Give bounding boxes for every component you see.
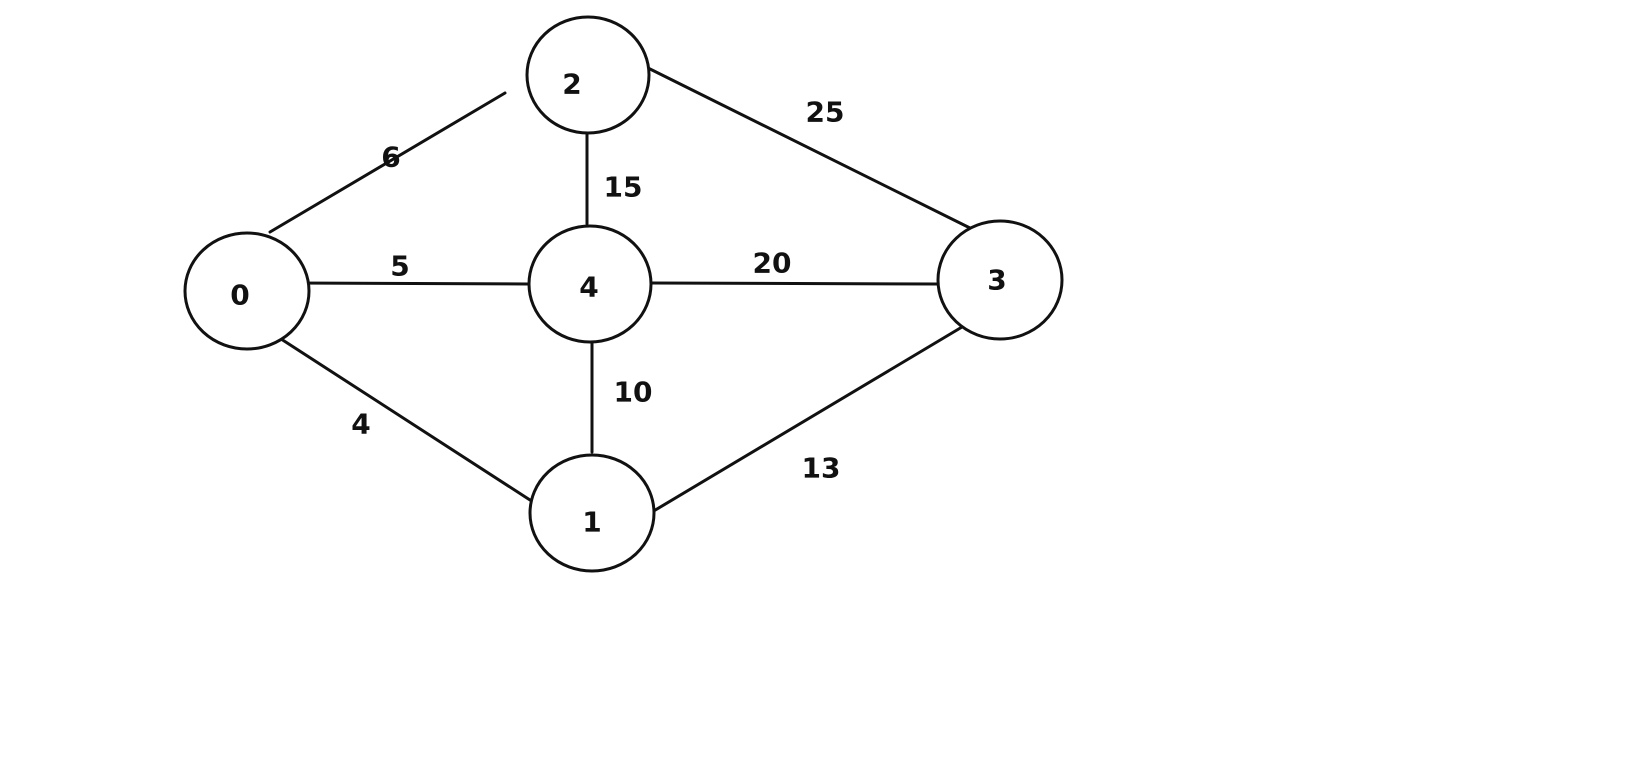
node-3-label: 3 [987,264,1006,297]
node-1-label: 1 [582,506,601,539]
node-1: 1 [528,453,656,573]
weight-2-4: 15 [604,171,643,204]
edge-1-3 [650,325,964,514]
node-1-circle [528,453,656,573]
edge-0-4 [291,281,530,286]
edges [268,66,972,514]
edge-weights: 6 5 4 15 25 20 10 13 [351,96,844,485]
node-2-label: 2 [562,68,581,101]
node-0: 0 [183,231,311,351]
node-0-label: 0 [230,279,249,312]
weight-1-3: 13 [802,452,841,485]
node-2-circle [525,15,651,135]
node-2: 2 [525,15,651,135]
weight-0-4: 5 [390,250,409,283]
node-4-label: 4 [579,271,598,304]
node-0-circle [183,231,311,351]
edge-4-3 [648,281,940,286]
weight-2-3: 25 [806,96,845,129]
node-3-circle [936,219,1064,341]
edge-2-3 [646,66,972,230]
node-4-circle [527,224,653,344]
node-4: 4 [527,224,653,344]
weight-0-2: 6 [381,141,400,174]
edge-0-1 [276,335,532,502]
node-3: 3 [936,219,1064,341]
weight-4-3: 20 [753,247,792,280]
weight-4-1: 10 [614,376,653,409]
nodes: 0 2 4 3 1 [183,15,1064,573]
weight-0-1: 4 [351,408,370,441]
edge-0-2 [268,91,507,234]
